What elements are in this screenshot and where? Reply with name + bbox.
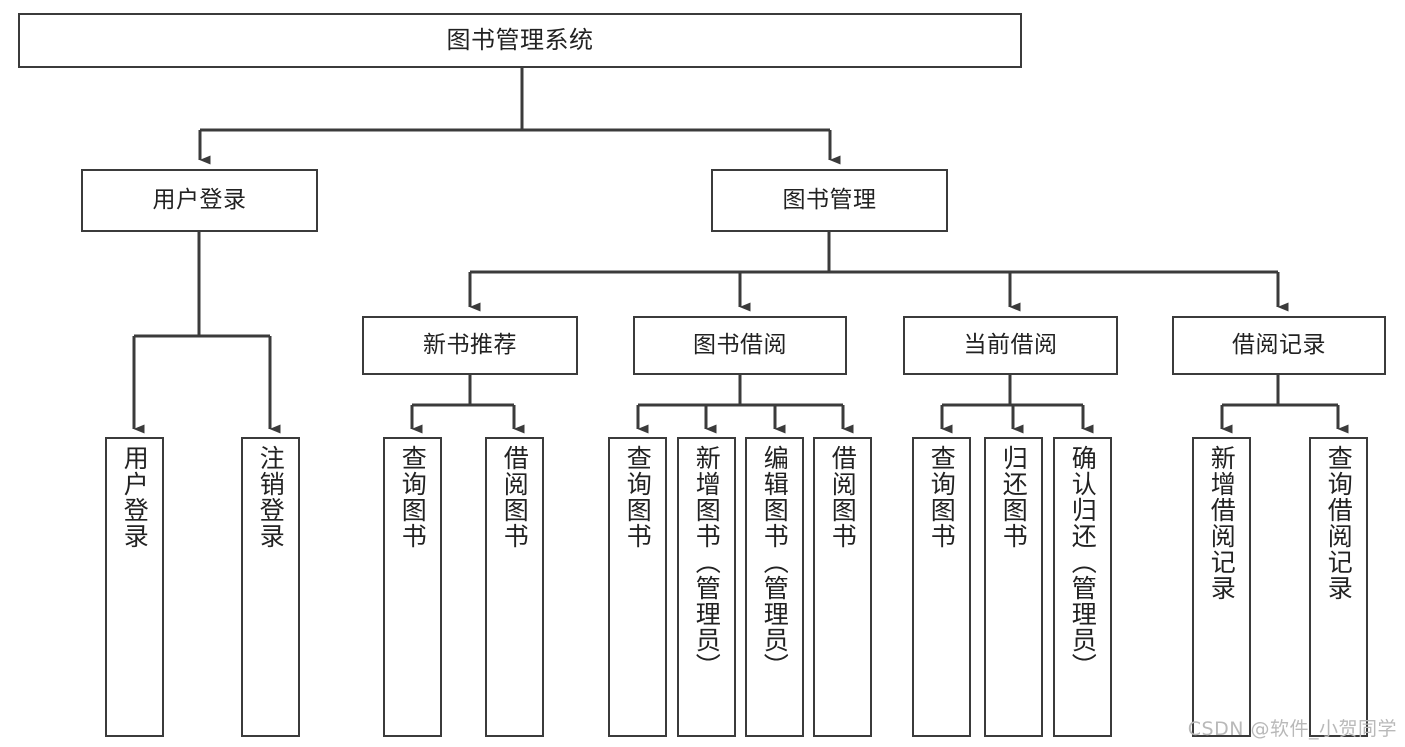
node-label: 查询图书: [927, 445, 957, 549]
node-root-book-management-system[interactable]: 图书管理系统: [18, 13, 1022, 68]
node-label: 用户登录: [120, 445, 150, 549]
leaf-query-book-recommend[interactable]: 查询图书: [383, 437, 442, 737]
node-label: 借阅图书: [828, 445, 858, 549]
leaf-query-book-current[interactable]: 查询图书: [912, 437, 971, 737]
node-label: 借阅记录: [1232, 332, 1326, 359]
node-new-book-recommend[interactable]: 新书推荐: [362, 316, 578, 375]
watermark: CSDN @软件_小贺同学: [1187, 718, 1397, 740]
node-label: 借阅图书: [500, 445, 530, 549]
node-label: 图书管理系统: [446, 25, 594, 54]
node-label: 归还图书: [999, 445, 1029, 549]
node-label: 当前借阅: [963, 332, 1058, 359]
node-label: 确认归还（管理员）: [1068, 445, 1098, 679]
node-label: 编辑图书（管理员）: [760, 445, 790, 679]
node-label: 新增图书（管理员）: [692, 445, 722, 679]
node-current-borrow[interactable]: 当前借阅: [903, 316, 1118, 375]
node-label: 查询图书: [398, 445, 428, 549]
node-label: 注销登录: [256, 445, 286, 549]
leaf-query-borrow-record[interactable]: 查询借阅记录: [1309, 437, 1368, 737]
leaf-borrow-book-recommend[interactable]: 借阅图书: [485, 437, 544, 737]
leaf-edit-book-admin[interactable]: 编辑图书（管理员）: [745, 437, 804, 737]
leaf-add-borrow-record[interactable]: 新增借阅记录: [1192, 437, 1251, 737]
node-label: 查询借阅记录: [1324, 445, 1354, 601]
node-label: 图书管理: [782, 187, 877, 214]
node-user-login[interactable]: 用户登录: [81, 169, 318, 232]
node-label: 查询图书: [623, 445, 653, 549]
node-label: 新书推荐: [423, 332, 517, 359]
leaf-add-book-admin[interactable]: 新增图书（管理员）: [677, 437, 736, 737]
leaf-user-login[interactable]: 用户登录: [105, 437, 164, 737]
leaf-logout-login[interactable]: 注销登录: [241, 437, 300, 737]
leaf-borrow-book[interactable]: 借阅图书: [813, 437, 872, 737]
node-label: 用户登录: [152, 187, 247, 214]
leaf-confirm-return-admin[interactable]: 确认归还（管理员）: [1053, 437, 1112, 737]
leaf-return-book[interactable]: 归还图书: [984, 437, 1043, 737]
node-label: 图书借阅: [693, 332, 787, 359]
node-book-management[interactable]: 图书管理: [711, 169, 948, 232]
leaf-query-book-borrow[interactable]: 查询图书: [608, 437, 667, 737]
node-label: 新增借阅记录: [1207, 445, 1237, 601]
node-borrow-record[interactable]: 借阅记录: [1172, 316, 1386, 375]
node-book-borrow[interactable]: 图书借阅: [633, 316, 847, 375]
